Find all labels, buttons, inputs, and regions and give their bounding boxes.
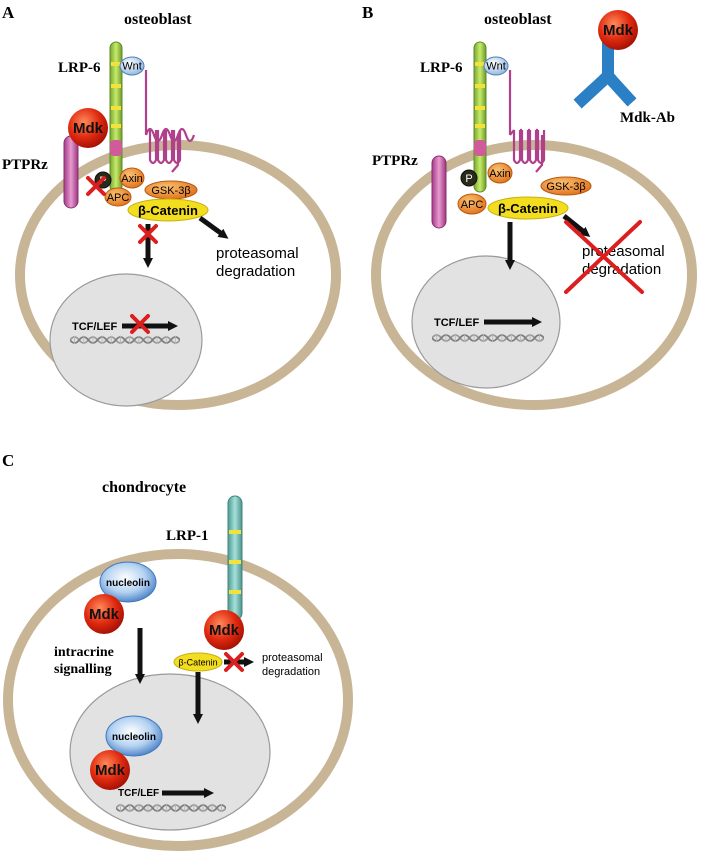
mdk-lrp1-c xyxy=(204,610,244,650)
apc-b xyxy=(457,193,487,215)
axin-label-b: Axin xyxy=(489,168,510,180)
cell-membrane-c xyxy=(3,549,353,851)
ptprz-label-a: PTPRz xyxy=(2,157,48,173)
phospho-b xyxy=(460,169,478,187)
axin-label-a: Axin xyxy=(121,173,142,185)
inhibition-x-nucleus-a xyxy=(138,224,158,244)
mdk-cytoplasm-c xyxy=(84,594,124,634)
panel-b: B osteoblast LRP-6 Wnt PTPRz Mdk xyxy=(362,3,697,410)
inhibition-x-phospho-a xyxy=(86,176,106,196)
degradation-line2-c: degradation xyxy=(262,666,320,678)
degradation-line2-b: degradation xyxy=(582,261,661,278)
apc-label-a: APC xyxy=(107,192,130,204)
axin-a xyxy=(119,167,145,189)
nucleus-c xyxy=(69,673,271,831)
nucleolin-label-nucleus-c: nucleolin xyxy=(112,732,156,743)
tcf-lef-label-a: TCF/LEF xyxy=(72,321,117,333)
beta-catenin-label-c: β-Catenin xyxy=(178,658,217,668)
panel-letter-b: B xyxy=(362,3,373,22)
tcf-lef-label-b: TCF/LEF xyxy=(434,317,479,329)
intracrine-line2-c: signalling xyxy=(54,662,112,677)
cell-title-b: osteoblast xyxy=(484,11,552,28)
frizzled-receptor-b xyxy=(508,70,544,173)
ptprz-label-b: PTPRz xyxy=(372,153,418,169)
panel-a: A osteoblast LRP-6 Wnt PTPRz Mdk P xyxy=(2,3,341,410)
gsk3b-b xyxy=(540,176,592,196)
cell-title-c: chondrocyte xyxy=(102,479,186,496)
beta-catenin-label-b: β-Catenin xyxy=(498,201,558,216)
lrp6-label-a: LRP-6 xyxy=(58,60,101,76)
inhibition-x-degradation-b xyxy=(564,220,644,294)
gsk3b-label-a: GSK-3β xyxy=(151,185,190,197)
lrp6-label-b: LRP-6 xyxy=(420,60,463,76)
axin-b xyxy=(487,162,513,184)
lrp6-receptor-b xyxy=(473,41,487,193)
mdk-antibody xyxy=(573,42,637,109)
cell-title-a: osteoblast xyxy=(124,11,192,28)
frizzled-receptor-a xyxy=(144,70,196,173)
panel-c: C chondrocyte LRP-1 nucleolin Mdk intrac… xyxy=(2,451,353,851)
cell-membrane-b xyxy=(371,140,697,410)
antibody-label: Mdk-Ab xyxy=(620,110,675,126)
wnt-label-b: Wnt xyxy=(486,61,506,73)
inhibition-x-transcription-a xyxy=(130,314,150,334)
gsk3b-label-b: GSK-3β xyxy=(546,181,585,193)
degradation-line2-a: degradation xyxy=(216,263,295,280)
mdk-label-cytoplasm-c: Mdk xyxy=(89,606,120,623)
beta-catenin-label-a: β-Catenin xyxy=(138,203,198,218)
arrow-degradation-a xyxy=(198,215,229,239)
ptprz-receptor-b xyxy=(431,155,447,229)
mdk-label-a: Mdk xyxy=(73,120,104,137)
nucleolin-nucleus-c xyxy=(105,715,163,757)
wnt-ligand-a xyxy=(119,56,145,76)
mdk-label-nucleus-c: Mdk xyxy=(95,762,126,779)
nucleolin-cytoplasm-c xyxy=(99,561,157,603)
wnt-label-a: Wnt xyxy=(122,61,142,73)
apc-label-b: APC xyxy=(461,199,484,211)
beta-catenin-a xyxy=(127,198,209,222)
mdk-nucleus-c xyxy=(90,750,130,790)
mdk-label-lrp1-c: Mdk xyxy=(209,622,240,639)
beta-catenin-c xyxy=(173,652,223,672)
lrp6-receptor-a xyxy=(109,41,123,193)
ptprz-receptor-a xyxy=(63,135,79,209)
degradation-line1-a: proteasomal xyxy=(216,245,299,262)
panel-letter-a: A xyxy=(2,3,15,22)
degradation-line1-c: proteasomal xyxy=(262,652,323,664)
mdk-b xyxy=(598,10,638,50)
arrow-degradation-b xyxy=(562,214,591,237)
phospho-label-b: P xyxy=(465,173,472,185)
beta-catenin-b xyxy=(487,196,569,220)
mdk-a xyxy=(68,108,108,148)
wnt-ligand-b xyxy=(483,56,509,76)
intracrine-line1-c: intracrine xyxy=(54,645,114,660)
apc-a xyxy=(104,187,132,207)
lrp1-label-c: LRP-1 xyxy=(166,528,209,544)
mdk-label-b: Mdk xyxy=(603,22,634,39)
lrp1-receptor-c xyxy=(227,495,243,621)
panel-letter-c: C xyxy=(2,451,14,470)
tcf-lef-label-c: TCF/LEF xyxy=(118,788,159,799)
inhibition-x-degradation-c xyxy=(224,652,244,672)
nucleolin-label-cytoplasm-c: nucleolin xyxy=(106,578,150,589)
